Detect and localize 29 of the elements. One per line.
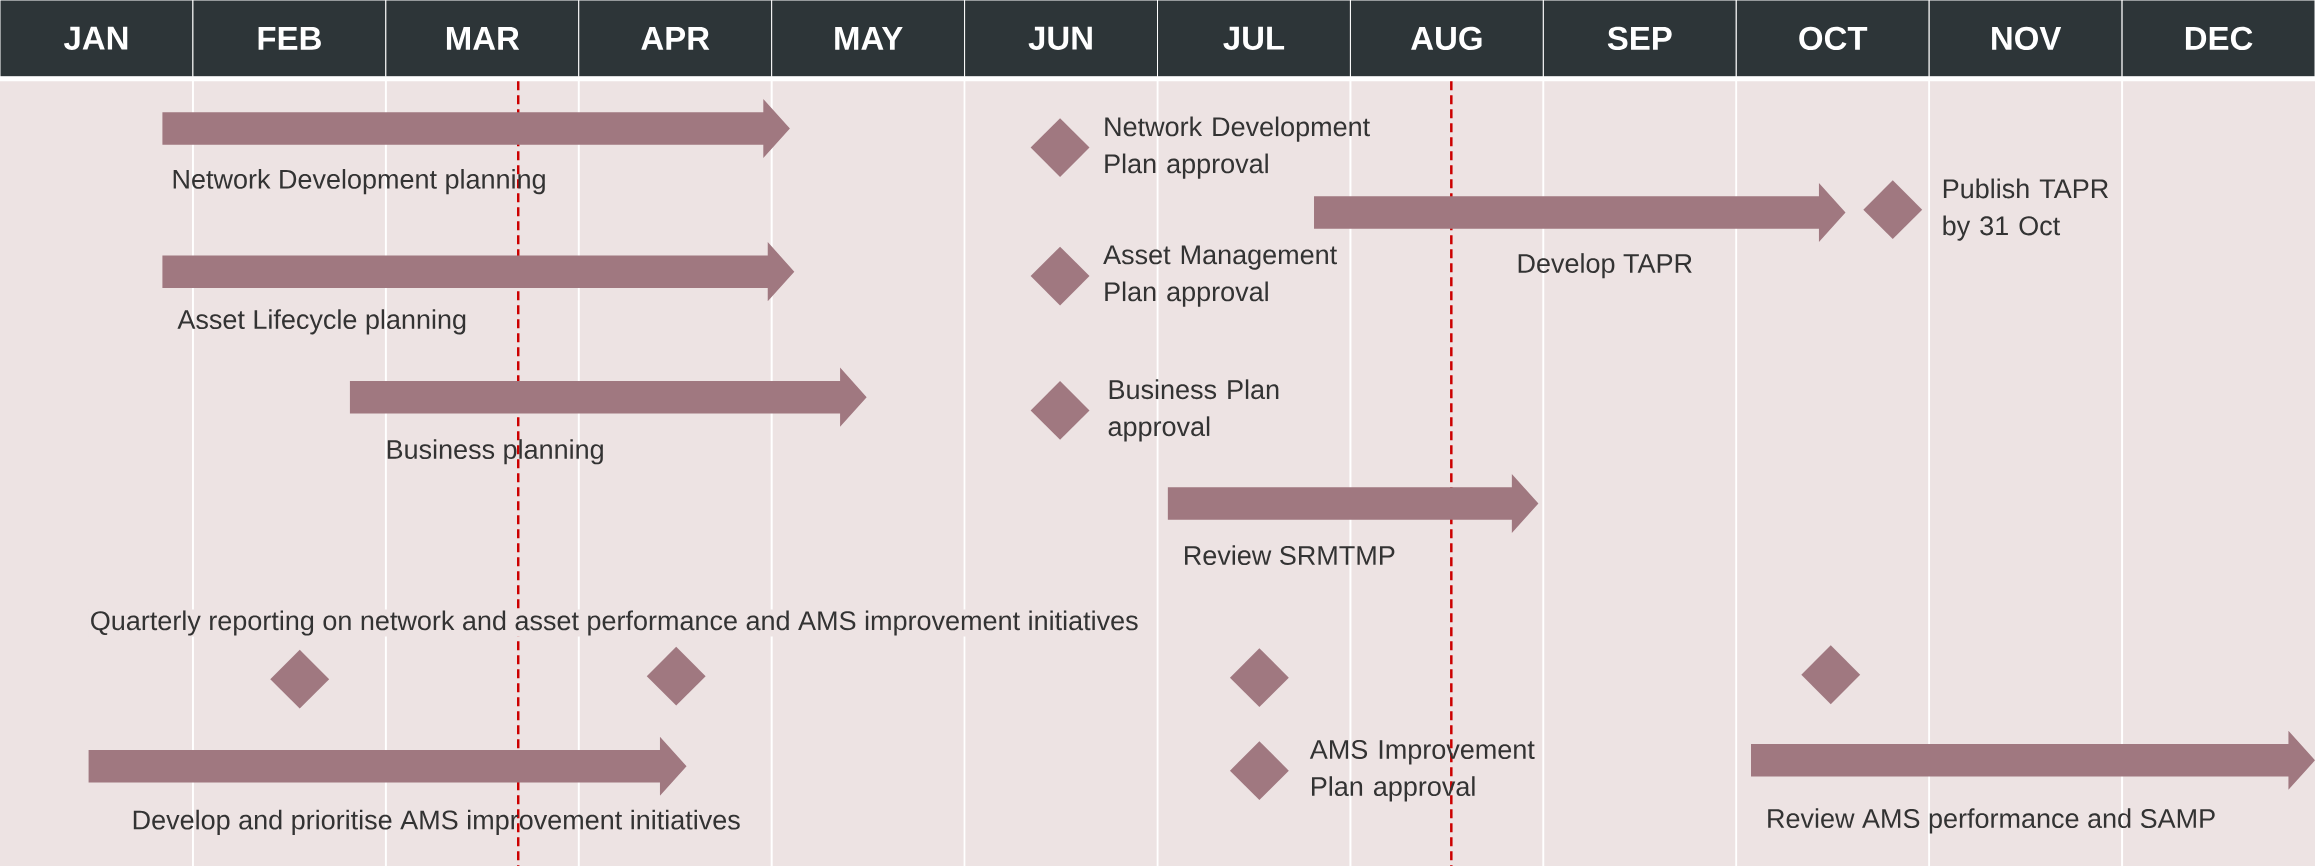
month-header: MAY [771, 0, 966, 78]
month-header: APR [578, 0, 773, 78]
bar-label: Asset Lifecycle planning [177, 309, 466, 335]
milestone-label: Network Development Plan approval [1105, 116, 1370, 179]
month-header: JUN [964, 0, 1158, 78]
bar-label: Review AMS performance and SAMP [1768, 808, 2215, 834]
note-text: Quarterly reporting on network and asset performance and AMS improvement initiatives [88, 609, 1140, 637]
bar-label: Network Development planning [173, 169, 545, 195]
bar-label: Develop and prioritise AMS improvement initiatives [133, 809, 740, 835]
milestone-diamond [1229, 648, 1289, 708]
month-header: FEB [192, 0, 387, 78]
month-header: SEP [1542, 0, 1737, 78]
month-header: DEC [2121, 0, 2315, 78]
month-header: NOV [1928, 0, 2123, 78]
milestone-label: AMS Improvement Plan approval [1309, 739, 1535, 802]
milestone-diamond [1801, 645, 1861, 705]
milestone-diamond [270, 649, 330, 709]
milestone-label: Business Plan approval [1108, 379, 1279, 442]
milestone-label: Asset Management Plan approval [1103, 245, 1337, 307]
month-header: JUL [1157, 0, 1351, 78]
month-header: AUG [1349, 0, 1544, 78]
month-header: MAR [385, 0, 580, 78]
milestone-diamond [646, 646, 706, 706]
bar-label: Business planning [387, 439, 603, 465]
bar-label: Develop TAPR [1518, 253, 1692, 279]
month-header: OCT [1735, 0, 1930, 78]
bar-label: Review SRMTMP [1185, 545, 1395, 566]
milestone-label: Publish TAPR by 31 Oct [1943, 178, 2108, 241]
month-header: JAN [0, 0, 194, 78]
